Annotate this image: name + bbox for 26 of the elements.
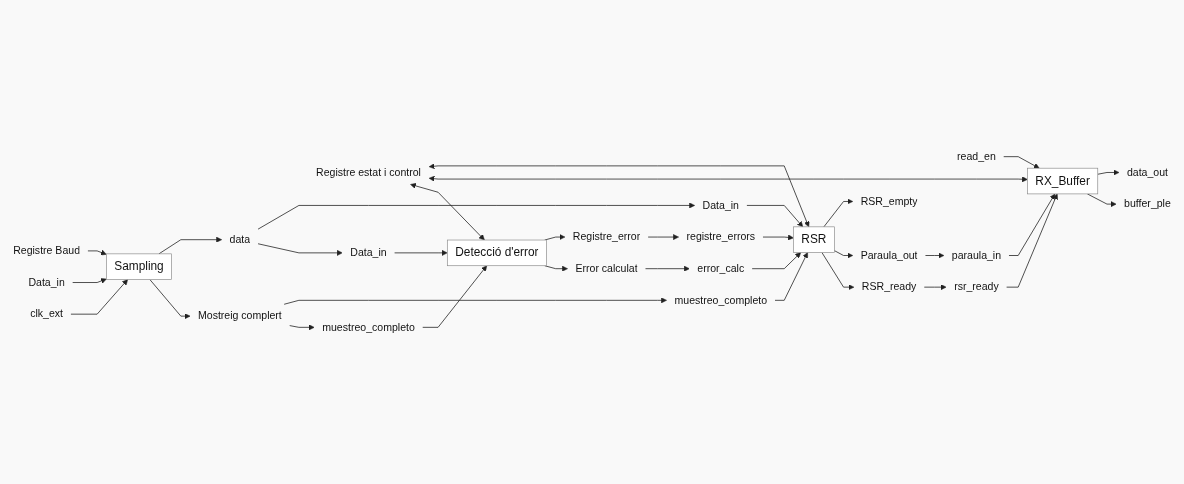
node-text: Registre estat i control (316, 166, 421, 178)
node-text: muestreo_completo (322, 321, 415, 333)
node-box: RX_Buffer (1027, 167, 1099, 195)
node-text: rsr_ready (954, 281, 999, 293)
node-text: muestreo_completo (674, 294, 768, 306)
node-text: data_out (1126, 166, 1168, 178)
node-text: data (229, 233, 251, 245)
node-box: RSR (793, 226, 835, 253)
node-text: Error calculat (575, 262, 638, 274)
node-text: Registre Baud (13, 244, 80, 257)
node-text: Mostreig complert (197, 310, 282, 322)
node-text: Registre_error (572, 231, 641, 243)
node-text: Data_in (350, 246, 387, 259)
node-text: registre_errors (686, 231, 756, 243)
node-text: read_en (957, 150, 996, 162)
node-box: Detecció d'error (447, 239, 547, 267)
node-text: paraula_in (951, 249, 1002, 261)
node-text: Data_in (28, 276, 65, 288)
node-text: clk_ext (30, 308, 63, 320)
node-box: Sampling (106, 253, 172, 280)
node-text: Data_in (702, 199, 739, 211)
node-text: RSR_ready (861, 281, 917, 293)
node-text: Paraula_out (860, 249, 918, 261)
node-text: error_calc (697, 262, 745, 274)
node-text: buffer_ple (1124, 198, 1171, 210)
node-text: RSR_empty (860, 195, 918, 207)
